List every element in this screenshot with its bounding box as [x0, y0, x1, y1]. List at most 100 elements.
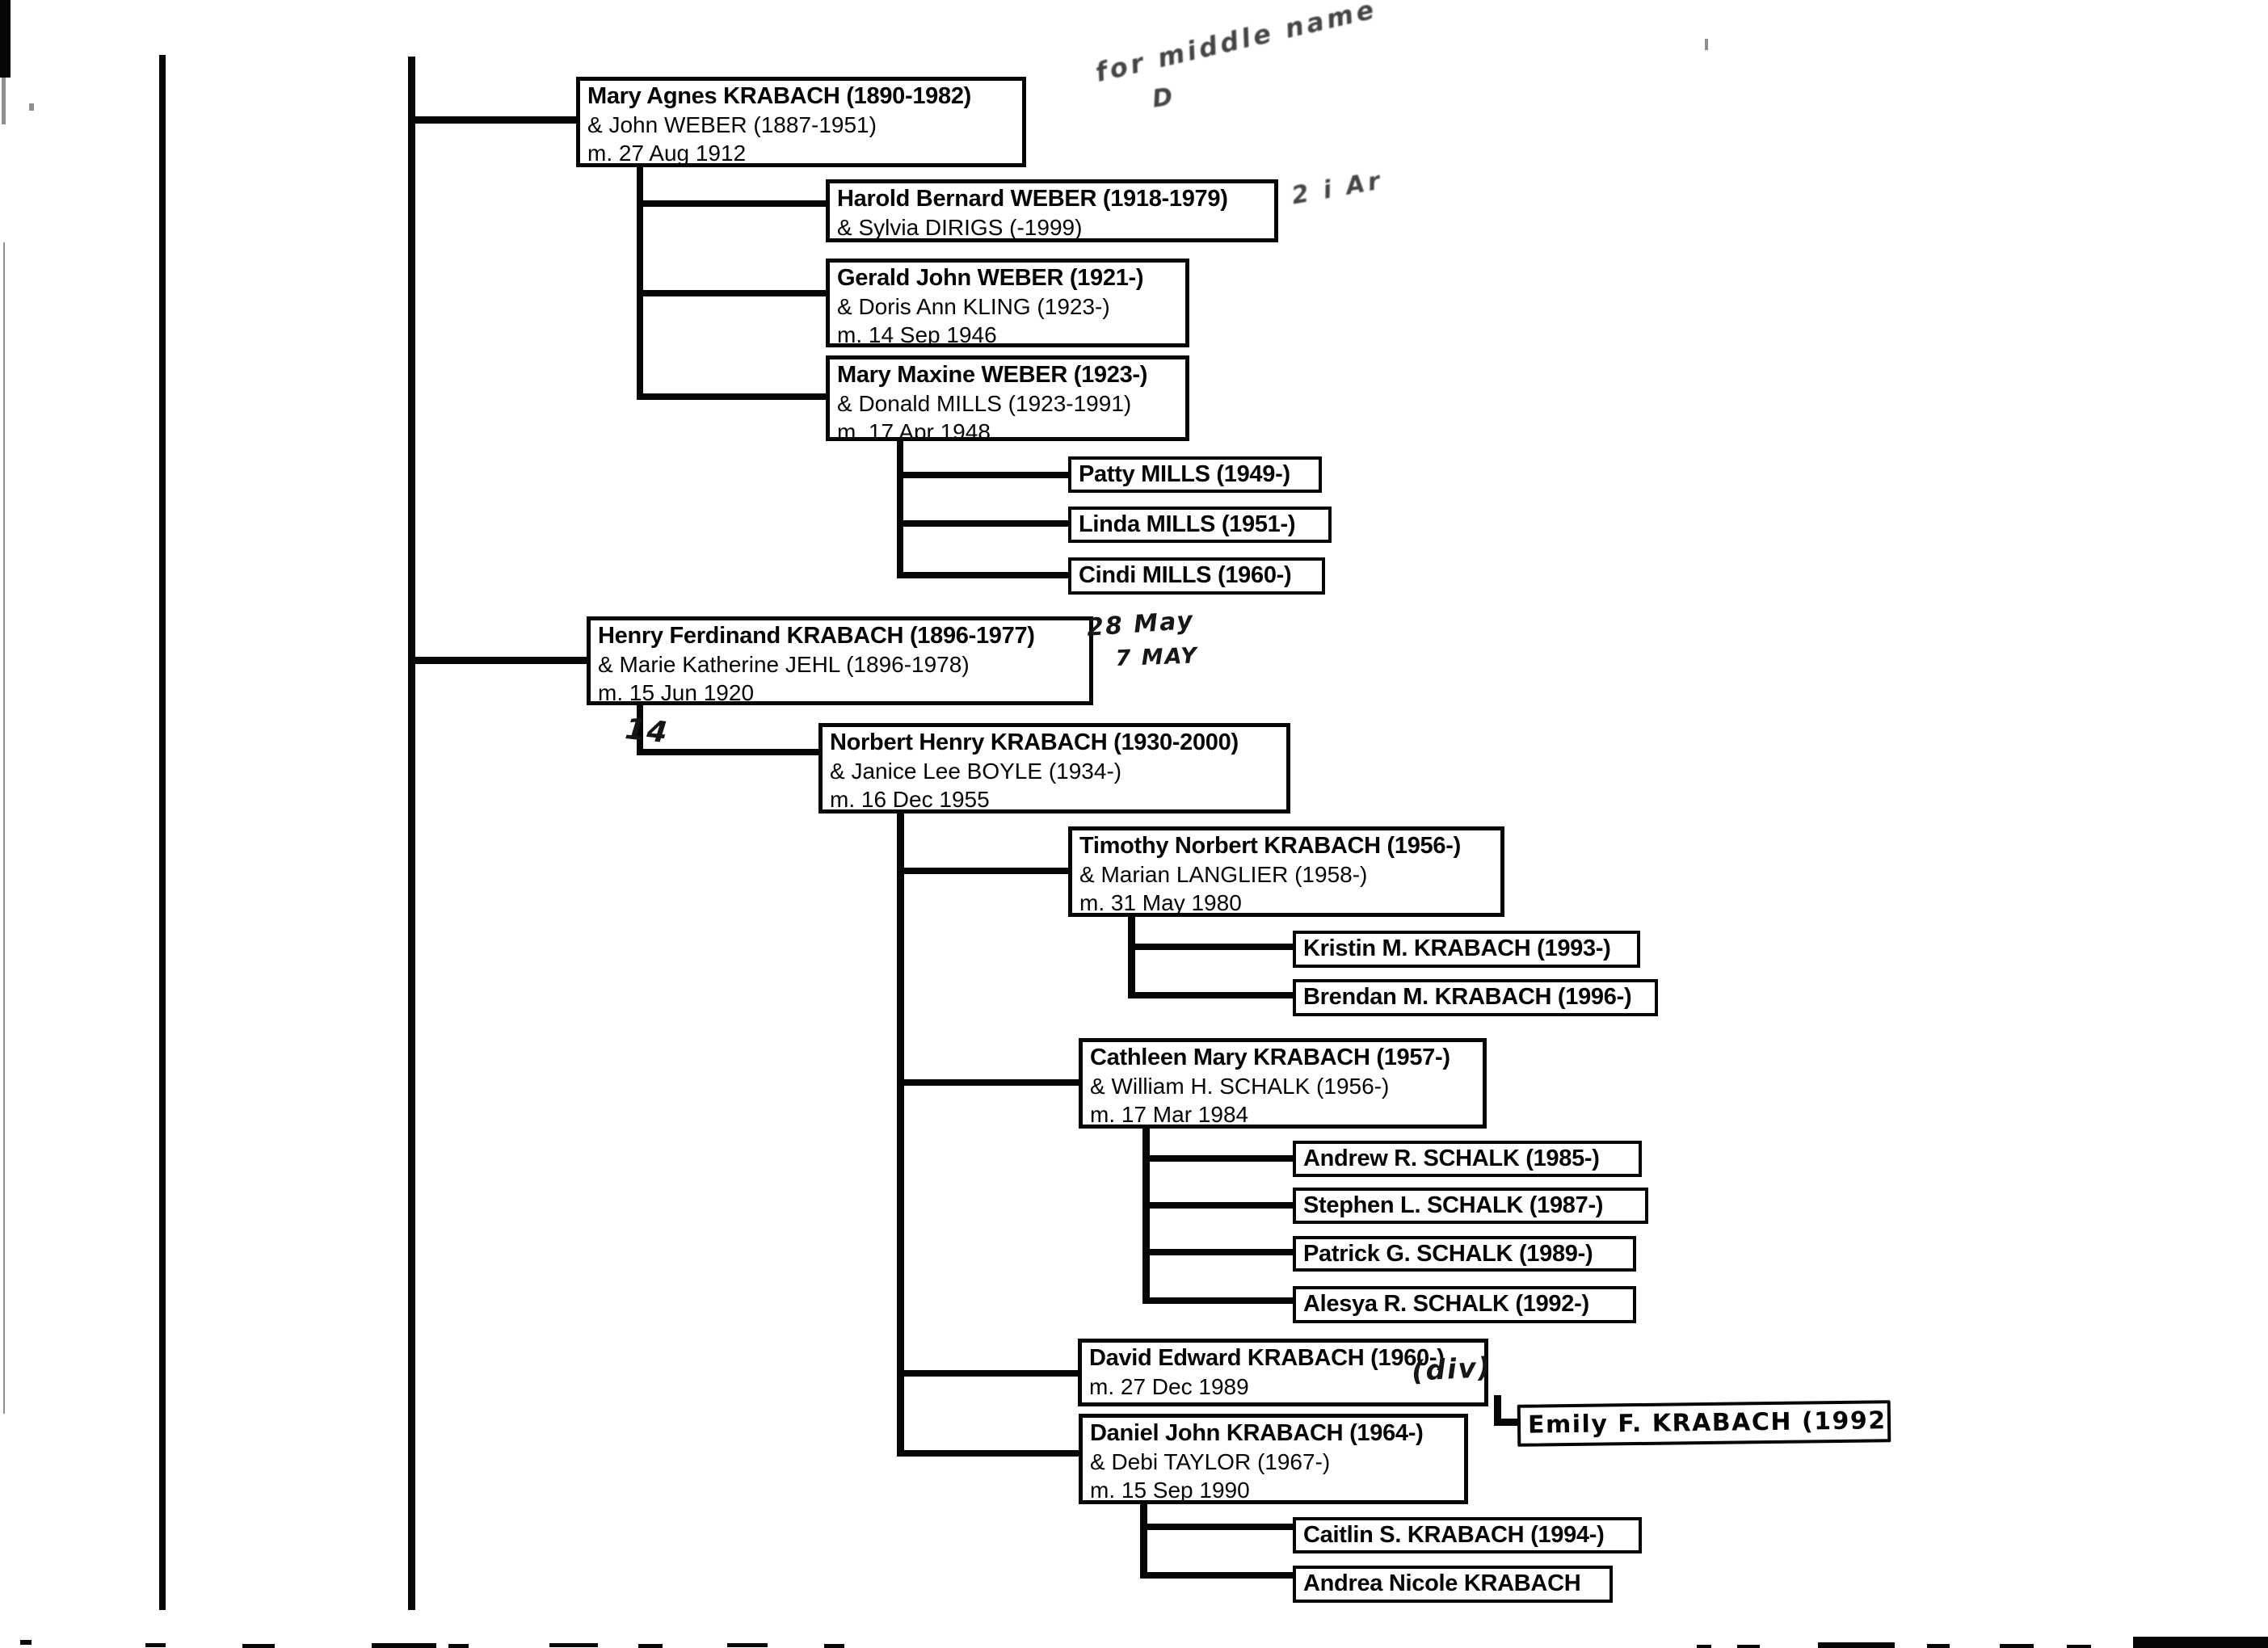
person-detail: & Marie Katherine JEHL (1896-1978) [598, 652, 970, 677]
person-detail: m. 17 Apr 1948 [837, 419, 991, 441]
mary-agnes-child-trunk [637, 166, 643, 400]
david-emily-vertical [1494, 1395, 1501, 1426]
branch-gerald [637, 290, 829, 296]
scan-bottom-dash [242, 1644, 275, 1648]
handwriting-28-may: 28 May [1086, 606, 1196, 642]
scan-bottom-dash [145, 1643, 166, 1647]
scan-bottom-dash [2067, 1645, 2091, 1648]
branch-andrew [1142, 1155, 1296, 1162]
person-box-harold: Harold Bernard WEBER (1918-1979) & Sylvia… [826, 179, 1278, 242]
person-box-andrew: Andrew R. SCHALK (1985-) [1293, 1141, 1642, 1177]
person-box-cathleen: Cathleen Mary KRABACH (1957-) & William H… [1079, 1038, 1487, 1129]
person-name: Patrick G. SCHALK (1989-) [1303, 1241, 1593, 1267]
person-box-andrea: Andrea Nicole KRABACH [1293, 1566, 1613, 1603]
scan-bottom-dash [1927, 1644, 1950, 1648]
branch-mary-maxine [637, 393, 829, 400]
timothy-child-trunk [1128, 915, 1135, 998]
person-detail: m. 14 Sep 1946 [837, 322, 997, 347]
person-name: Patty MILLS (1949-) [1079, 461, 1290, 487]
mills-child-trunk [897, 439, 903, 578]
branch-timothy [897, 868, 1071, 874]
person-detail: & Doris Ann KLING (1923-) [837, 294, 1110, 319]
person-name: Norbert Henry KRABACH (1930-2000) [830, 729, 1239, 755]
scan-bottom-dash [727, 1643, 768, 1647]
person-name: Andrew R. SCHALK (1985-) [1303, 1146, 1600, 1171]
person-detail: & Marian LANGLIER (1958-) [1079, 862, 1368, 887]
branch-kristin [1128, 944, 1296, 950]
person-box-brendan: Brendan M. KRABACH (1996-) [1293, 979, 1658, 1016]
branch-andrea [1140, 1572, 1296, 1579]
person-name: Gerald John WEBER (1921-) [837, 265, 1144, 291]
person-name: Harold Bernard WEBER (1918-1979) [837, 186, 1228, 212]
person-detail: & William H. SCHALK (1956-) [1090, 1074, 1390, 1099]
person-name: Mary Maxine WEBER (1923-) [837, 362, 1148, 388]
branch-patty [897, 472, 1071, 478]
branch-linda [897, 520, 1071, 527]
scan-bottom-dash [824, 1644, 844, 1648]
person-box-david: David Edward KRABACH (1960-) m. 27 Dec 19… [1078, 1339, 1488, 1406]
branch-cathleen [897, 1079, 1082, 1086]
person-box-alesya: Alesya R. SCHALK (1992-) [1293, 1286, 1636, 1323]
person-name: David Edward KRABACH (1960-) [1089, 1345, 1445, 1371]
person-name: Alesya R. SCHALK (1992-) [1303, 1291, 1589, 1317]
person-box-timothy: Timothy Norbert KRABACH (1956-) & Marian … [1068, 826, 1504, 917]
person-detail: & Sylvia DIRIGS (-1999) [837, 215, 1083, 240]
person-name: Cindi MILLS (1960-) [1079, 562, 1292, 588]
person-box-gerald: Gerald John WEBER (1921-) & Doris Ann KLI… [826, 259, 1189, 347]
person-detail: & Janice Lee BOYLE (1934-) [830, 759, 1122, 784]
person-box-emily: Emily F. KRABACH (1992) [1517, 1400, 1891, 1447]
scan-bottom-dash [448, 1644, 469, 1648]
person-box-daniel: Daniel John KRABACH (1964-)& Debi TAYLOR… [1079, 1414, 1468, 1504]
person-name: Cathleen Mary KRABACH (1957-) [1090, 1045, 1450, 1070]
person-detail: m. 15 Jun 1920 [598, 680, 755, 705]
person-name: Timothy Norbert KRABACH (1956-) [1079, 833, 1461, 859]
person-name: Henry Ferdinand KRABACH (1896-1977) [598, 623, 1035, 649]
person-detail: m. 16 Dec 1955 [830, 787, 990, 812]
scan-corner-blob [0, 0, 11, 78]
person-name: Mary Agnes KRABACH (1890-1982) [587, 83, 972, 109]
person-detail: & John WEBER (1887-1951) [587, 112, 877, 137]
branch-patrick [1142, 1249, 1296, 1255]
scan-left-faint-line [3, 242, 5, 1414]
person-detail: m. 15 Sep 1990 [1090, 1478, 1250, 1503]
person-detail: m. 27 Aug 1912 [587, 141, 747, 166]
handwriting-div: (div) [1411, 1351, 1493, 1388]
cathleen-child-trunk [1142, 1127, 1150, 1304]
person-box-henry: Henry Ferdinand KRABACH (1896-1977) & Mar… [587, 616, 1093, 705]
branch-brendan [1128, 992, 1296, 998]
scan-bottom-dash [549, 1643, 598, 1647]
branch-daniel [897, 1450, 1082, 1457]
main-trunk-line [408, 57, 415, 1610]
scan-bottom-dash [1737, 1645, 1760, 1648]
scan-tick-topright [1705, 39, 1708, 50]
norbert-child-trunk [897, 813, 904, 1457]
person-name: Caitlin S. KRABACH (1994-) [1303, 1522, 1605, 1548]
scan-bottom-dash [1697, 1645, 1711, 1648]
person-detail: & Debi TAYLOR (1967-) [1090, 1449, 1331, 1474]
person-name: Kristin M. KRABACH (1993-) [1303, 935, 1611, 961]
scan-dot-topleft [29, 103, 34, 111]
scan-bottom-dash [20, 1640, 32, 1645]
david-emily-horizontal [1494, 1419, 1521, 1426]
branch-stephen [1142, 1202, 1296, 1209]
handwriting-7-may: 7 MAY [1115, 643, 1199, 671]
branch-david [897, 1370, 1081, 1377]
henry-elbow-vertical [637, 704, 643, 755]
person-box-patty: Patty MILLS (1949-) [1068, 456, 1322, 493]
branch-alesya [1142, 1297, 1296, 1304]
person-name: Emily F. KRABACH (1992) [1527, 1406, 1891, 1440]
scan-bottom-right-bar [2133, 1637, 2268, 1648]
scan-corner-tail [2, 78, 6, 124]
person-detail: m. 27 Dec 1989 [1089, 1374, 1249, 1399]
person-box-norbert: Norbert Henry KRABACH (1930-2000) & Janic… [818, 723, 1290, 813]
page-margin-line [159, 55, 166, 1610]
henry-elbow-horizontal [637, 749, 822, 755]
scan-bottom-dash [2000, 1644, 2034, 1648]
branch-henry [408, 657, 590, 664]
person-box-mary-agnes: Mary Agnes KRABACH (1890-1982) & John WEB… [576, 77, 1026, 167]
person-detail: & Donald MILLS (1923-1991) [837, 391, 1132, 416]
branch-caitlin [1140, 1524, 1296, 1530]
branch-cindi [897, 572, 1071, 578]
person-box-linda: Linda MILLS (1951-) [1068, 507, 1332, 543]
